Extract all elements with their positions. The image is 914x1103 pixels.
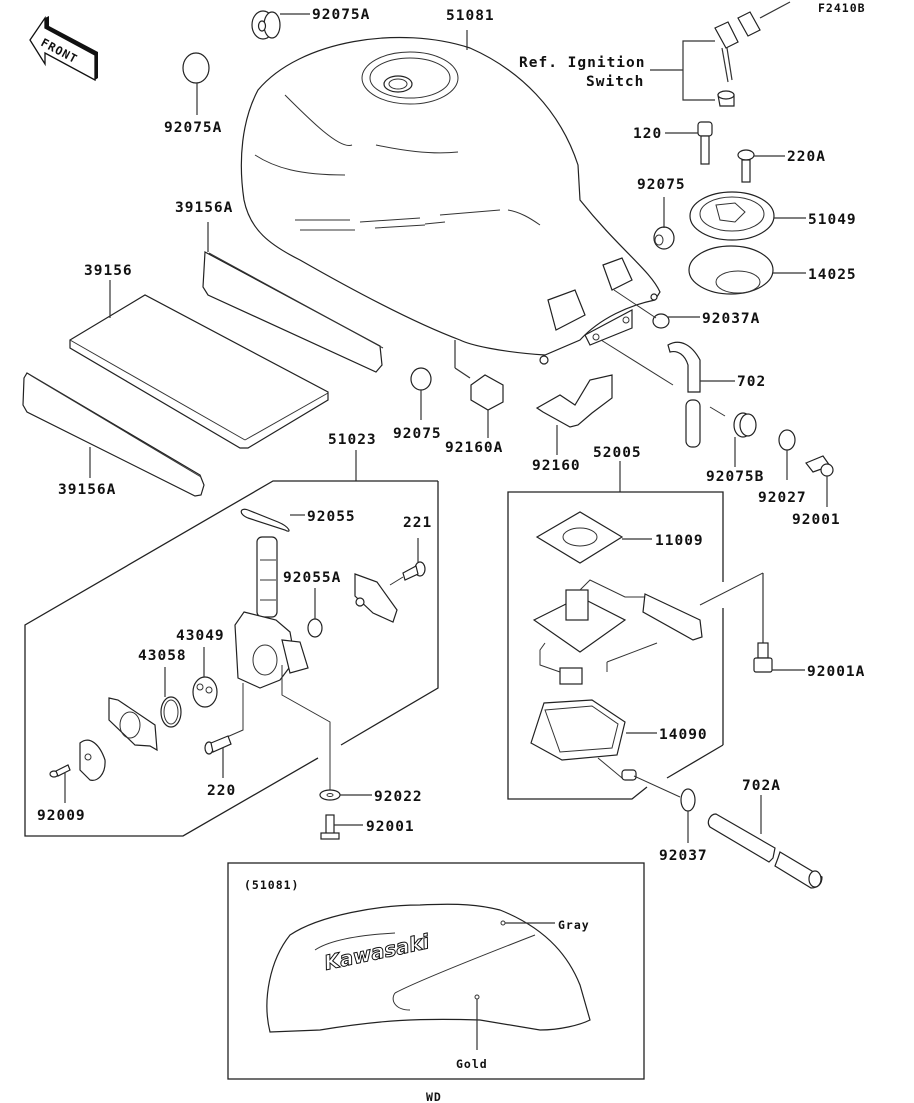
part-39156A-bottom: 39156A bbox=[22, 372, 205, 498]
svg-text:92027: 92027 bbox=[758, 490, 807, 506]
part-51049-cap: 51049 bbox=[689, 191, 857, 241]
part-92009-screw: 92009 bbox=[37, 764, 86, 824]
svg-text:92037: 92037 bbox=[659, 848, 708, 864]
svg-text:51049: 51049 bbox=[808, 212, 857, 228]
part-92001-bolt-bottom: 92001 bbox=[320, 814, 415, 840]
part-fuel-cock-body bbox=[226, 536, 331, 790]
part-92055-oring: 92055 bbox=[240, 508, 356, 532]
svg-text:702: 702 bbox=[737, 374, 766, 390]
part-92022-washer: 92022 bbox=[319, 789, 423, 805]
part-fuel-level-sender bbox=[532, 572, 764, 685]
svg-text:92075B: 92075B bbox=[706, 469, 764, 485]
color-gold-label: Gold bbox=[456, 1057, 488, 1071]
svg-text:92001: 92001 bbox=[366, 819, 415, 835]
svg-text:14025: 14025 bbox=[808, 267, 857, 283]
part-11009-gasket: 11009 bbox=[535, 511, 704, 564]
front-arrow-icon: FRONT bbox=[29, 15, 98, 82]
svg-text:Switch: Switch bbox=[586, 74, 644, 90]
part-92027-collar: 92027 bbox=[758, 429, 807, 506]
svg-text:92075: 92075 bbox=[393, 426, 442, 442]
assembly-51023-box: 51023 bbox=[24, 432, 439, 837]
figure-code: F2410B bbox=[818, 1, 866, 15]
svg-text:92160A: 92160A bbox=[445, 440, 503, 456]
svg-text:702A: 702A bbox=[742, 778, 781, 794]
part-14025-gasket: 14025 bbox=[688, 245, 857, 295]
part-220-screw: 220 bbox=[204, 735, 236, 799]
svg-text:92022: 92022 bbox=[374, 789, 423, 805]
part-92001A-bolt: 92001A bbox=[753, 642, 865, 680]
svg-text:11009: 11009 bbox=[655, 533, 704, 549]
svg-text:220: 220 bbox=[207, 783, 236, 799]
part-92037-clamp: 92037 bbox=[633, 775, 708, 864]
svg-text:Ref. Ignition: Ref. Ignition bbox=[519, 55, 646, 71]
part-92075A-top: 92075A bbox=[251, 7, 370, 40]
svg-text:92037A: 92037A bbox=[702, 311, 760, 327]
svg-text:92075A: 92075A bbox=[312, 7, 370, 23]
svg-text:39156A: 39156A bbox=[175, 200, 233, 216]
part-fuel-cock-plate bbox=[108, 697, 158, 752]
ignition-keys-ref: Ref. Ignition Switch bbox=[519, 1, 791, 107]
svg-text:43058: 43058 bbox=[138, 648, 187, 664]
svg-text:92001A: 92001A bbox=[807, 664, 865, 680]
svg-text:92075: 92075 bbox=[637, 177, 686, 193]
inset-ref-label: (51081) bbox=[244, 878, 299, 892]
part-92075-right: 92075 bbox=[637, 177, 686, 250]
part-92075A-left: 92075A bbox=[164, 52, 222, 136]
variant-code: WD bbox=[426, 1090, 442, 1103]
svg-text:43049: 43049 bbox=[176, 628, 225, 644]
variant-inset-box: (51081) Kawasaki Gray Gold bbox=[227, 862, 645, 1080]
assembly-52005-box: 52005 bbox=[507, 445, 724, 800]
part-92075-mid: 92075 bbox=[393, 367, 442, 442]
part-221-screw: 221 bbox=[389, 515, 432, 586]
svg-text:92055A: 92055A bbox=[283, 570, 341, 586]
part-92075B-grommet: 92075B bbox=[706, 406, 764, 485]
part-220A: 220A bbox=[737, 149, 826, 183]
part-92160A: 92160A bbox=[445, 340, 504, 456]
color-gray-label: Gray bbox=[558, 918, 590, 932]
part-39156-pad: 39156 bbox=[69, 263, 329, 449]
svg-text:39156: 39156 bbox=[84, 263, 133, 279]
part-14090-filter: 14090 bbox=[530, 699, 708, 781]
part-92037A-clamp: 92037A bbox=[613, 289, 760, 329]
fuel-tank-51081: 51081 bbox=[240, 8, 661, 365]
svg-text:51023: 51023 bbox=[328, 432, 377, 448]
svg-text:120: 120 bbox=[633, 126, 662, 142]
svg-text:52005: 52005 bbox=[593, 445, 642, 461]
part-702-hose: 702 bbox=[600, 339, 766, 448]
svg-text:39156A: 39156A bbox=[58, 482, 116, 498]
part-fuel-cock-lever bbox=[79, 739, 106, 781]
svg-text:221: 221 bbox=[403, 515, 432, 531]
svg-text:51081: 51081 bbox=[446, 8, 495, 24]
part-39156A-top: 39156A bbox=[175, 200, 384, 373]
part-92001-bolt-right: 92001 bbox=[792, 455, 841, 528]
part-120: 120 bbox=[633, 121, 713, 165]
svg-text:92075A: 92075A bbox=[164, 120, 222, 136]
part-43058-oring: 43058 bbox=[138, 648, 187, 728]
part-92160-cover: 92160 bbox=[532, 374, 613, 474]
svg-text:92160: 92160 bbox=[532, 458, 581, 474]
svg-text:92055: 92055 bbox=[307, 509, 356, 525]
svg-text:92009: 92009 bbox=[37, 808, 86, 824]
svg-text:92001: 92001 bbox=[792, 512, 841, 528]
part-fuel-cock-cover bbox=[354, 573, 398, 623]
part-43049-gasket: 43049 bbox=[176, 628, 225, 708]
svg-text:14090: 14090 bbox=[659, 727, 708, 743]
part-92055A-oring: 92055A bbox=[283, 570, 341, 638]
part-702A-hose: 702A bbox=[707, 778, 823, 889]
svg-text:220A: 220A bbox=[787, 149, 826, 165]
